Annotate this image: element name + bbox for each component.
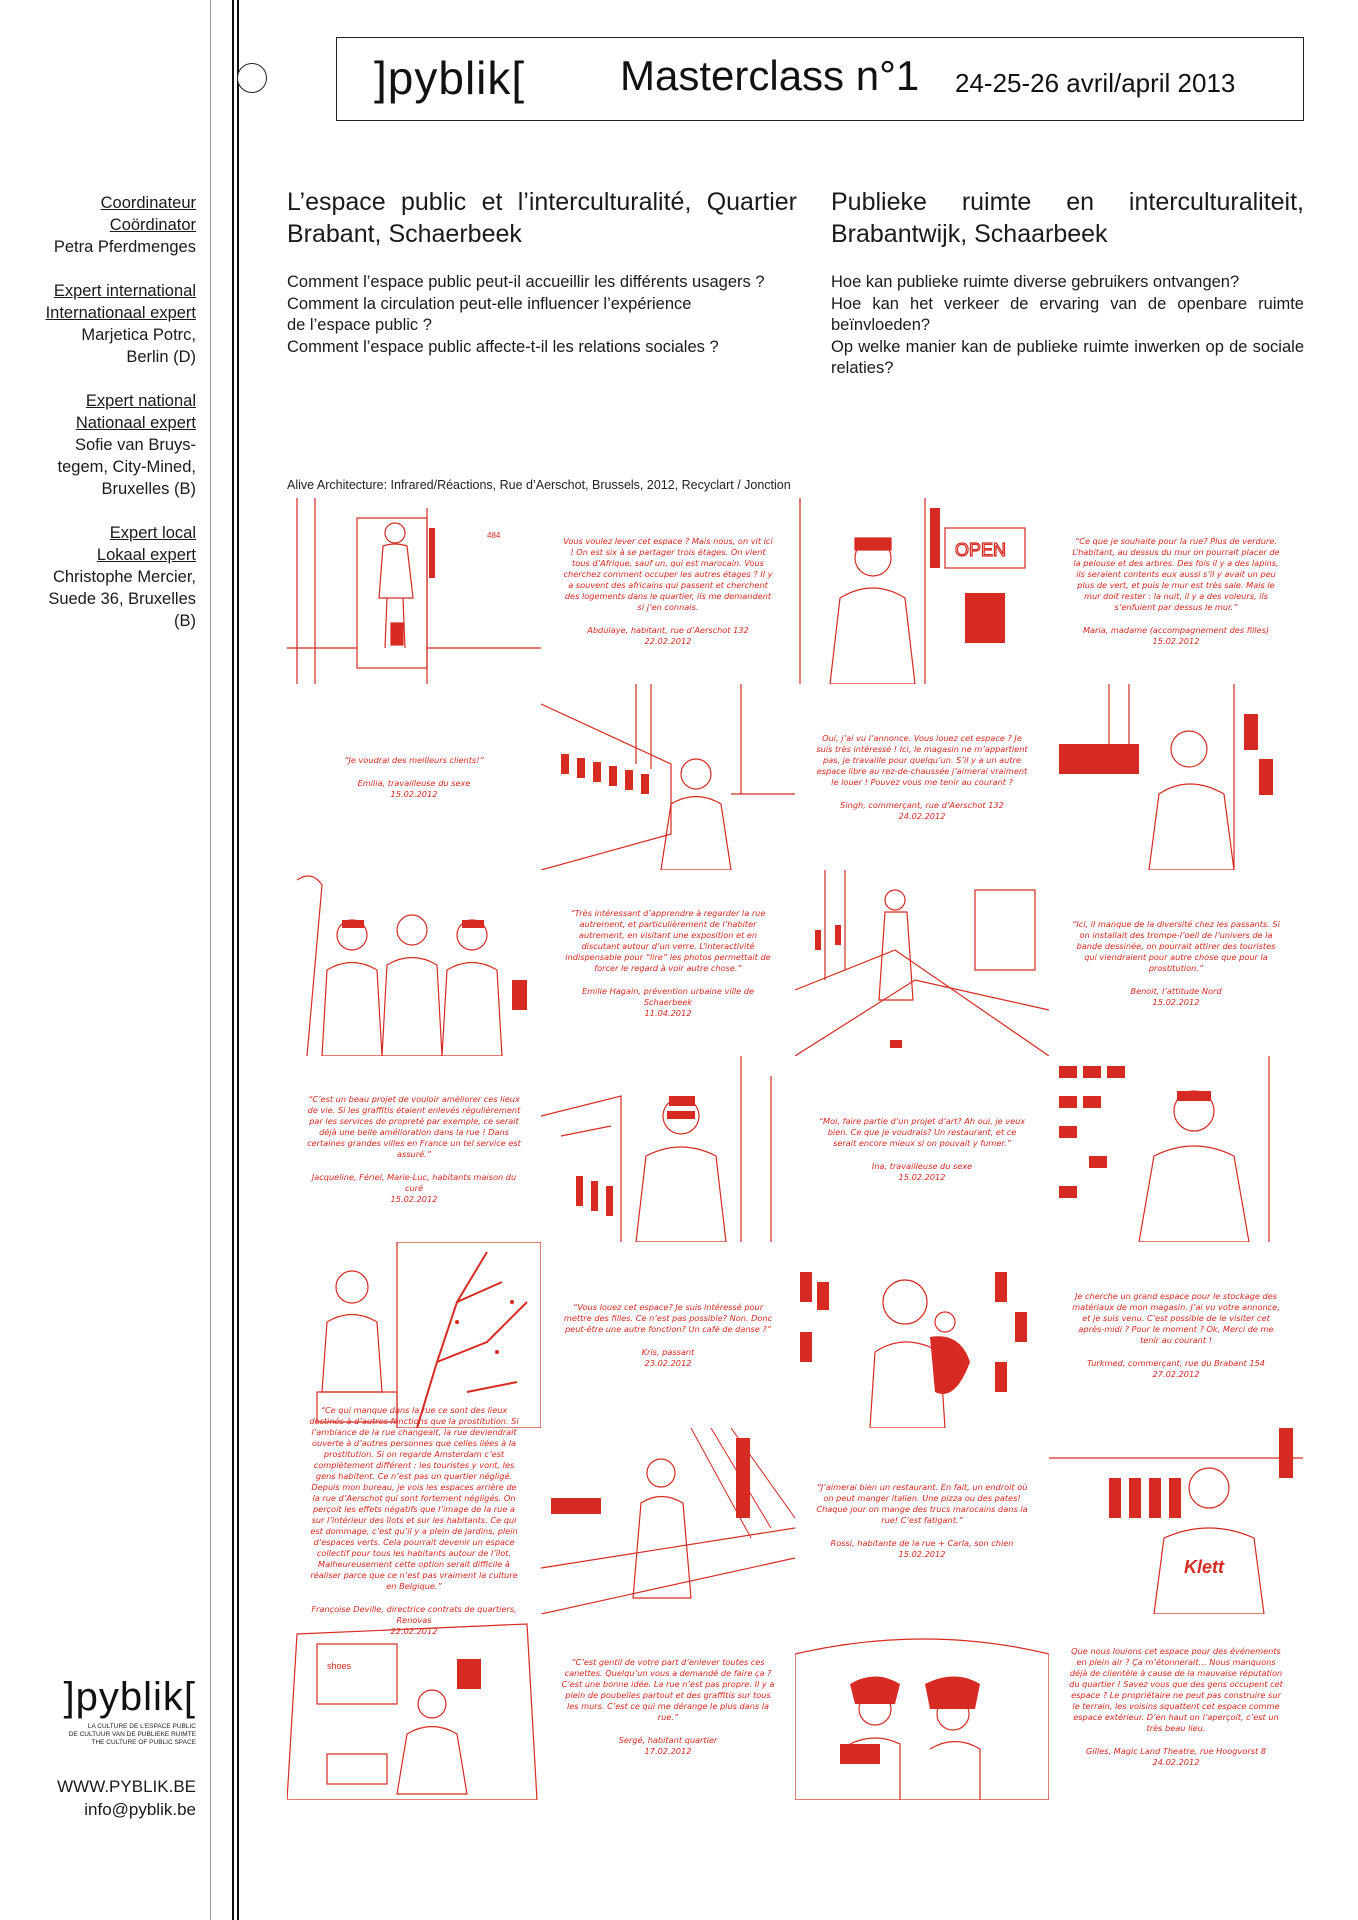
punch-hole-icon — [237, 63, 267, 93]
credit-international-expert: Expert international Internationaal expe… — [20, 280, 196, 368]
quote-card: Oui, j’ai vu l’annonce. Vous louez cet e… — [795, 684, 1049, 870]
quote-author: Kris, passant 23.02.2012 — [641, 1346, 695, 1368]
quote-card: “J’aimerai bien un restaurant. En fait, … — [795, 1428, 1049, 1614]
svg-text:shoes: shoes — [327, 1661, 352, 1671]
credits-sidebar: Coordinateur Coördinator Petra Pferdmeng… — [20, 192, 196, 654]
quote-text: “Vous louez cet espace? Je suis intéress… — [563, 1301, 773, 1334]
quote-text: “J’aimerai bien un restaurant. En fait, … — [816, 1482, 1028, 1525]
intro-dutch: Publieke ruimte en interculturaliteit, B… — [831, 186, 1304, 380]
credit-national-expert: Expert national Nationaal expert Sofie v… — [20, 390, 196, 500]
illustration-woman-dog — [795, 1242, 1049, 1428]
email-link[interactable]: info@pyblik.be — [84, 1800, 196, 1819]
quote-author: Abdulaye, habitant, rue d’Aerschot 132 2… — [587, 624, 749, 646]
credit-role: Expert local — [109, 524, 196, 542]
quote-card: Je cherche un grand espace pour le stock… — [1049, 1242, 1303, 1428]
page-header: ]pyblik[ Masterclass n°1 24-25-26 avril/… — [336, 37, 1304, 121]
intro-title-fr: L’espace public et l’interculturalité, Q… — [287, 188, 797, 248]
credit-coordinator: Coordinateur Coördinator Petra Pferdmeng… — [20, 192, 196, 258]
binder-line — [232, 0, 234, 1920]
quote-card: “Ici, il manque de la diversité chez les… — [1049, 870, 1303, 1056]
logo-tagline: La culture de l’espace public De cultuur… — [68, 1723, 196, 1746]
credit-role: Expert international — [53, 282, 196, 300]
quote-card: “Très intéressant d’apprendre à regarder… — [541, 870, 795, 1056]
quote-author: Ina, travailleuse du sexe 15.02.2012 — [871, 1160, 973, 1182]
quote-card: “Moi, faire partie d’un projet d’art? Ah… — [795, 1056, 1049, 1242]
quote-author: Rossi, habitante de la rue + Carla, son … — [830, 1538, 1014, 1559]
header-logo: ]pyblik[ — [374, 52, 526, 104]
quote-text: Je cherche un grand espace pour le stock… — [1072, 1290, 1280, 1345]
intro-french: L’espace public et l’interculturalité, Q… — [287, 186, 797, 358]
quote-author: Maria, madame (accompagnement des filles… — [1082, 624, 1270, 646]
quote-text: Que nous louions cet espace pour des évé… — [1069, 1646, 1283, 1733]
quote-text: Oui, j’ai vu l’annonce. Vous louez cet e… — [816, 732, 1028, 787]
illustration-shopkeeper — [1049, 1056, 1303, 1242]
pyblik-logo: ]pyblik[ La culture de l’espace public D… — [52, 1675, 197, 1747]
credit-role: Internationaal expert — [45, 304, 196, 322]
intro-title-nl: Publieke ruimte en interculturaliteit, B… — [831, 188, 1304, 248]
credit-role: Coördinator — [109, 216, 196, 234]
quote-text: “Ce que je souhaite pour la rue? Plus de… — [1072, 535, 1280, 612]
quote-card: “Ce qui manque dans la rue ce sont des l… — [287, 1405, 541, 1636]
quote-card: “Je voudrai des meilleurs clients!” Emil… — [287, 684, 541, 870]
svg-text:484: 484 — [487, 531, 501, 540]
quote-card: Que nous louions cet espace pour des évé… — [1049, 1614, 1303, 1800]
intro-questions-fr: Comment l’espace public peut-il accueill… — [287, 273, 765, 356]
quote-card: Vous voulez lever cet espace ? Mais nous… — [541, 498, 795, 684]
illustration-man-phone — [1049, 684, 1303, 870]
binder-line — [237, 0, 239, 1920]
quote-text: “C’est gentil de votre part d’enlever to… — [561, 1657, 775, 1722]
svg-text:Klett: Klett — [1184, 1557, 1225, 1577]
event-dates: 24-25-26 avril/april 2013 — [955, 68, 1236, 98]
quote-text: Vous voulez lever cet espace ? Mais nous… — [563, 535, 773, 612]
illustration-street-woman — [541, 684, 795, 870]
quote-author: Jacqueline, Fériel, Marie-Luc, habitants… — [311, 1171, 517, 1204]
quote-author: Emilie Hagain, prévention urbaine ville … — [581, 985, 755, 1018]
credit-name: Christophe Mercier, Suede 36, Bruxelles … — [48, 568, 196, 630]
quote-author: Singh, commerçant, rue d’Aerschot 132 24… — [840, 799, 1004, 821]
logo-mark: ]pyblik[ — [63, 1675, 196, 1719]
credit-role: Lokaal expert — [96, 546, 196, 564]
quote-text: “C’est un beau projet de vouloir amélior… — [307, 1093, 521, 1159]
credit-local-expert: Expert local Lokaal expert Christophe Me… — [20, 522, 196, 632]
quote-text: “Très intéressant d’apprendre à regarder… — [565, 907, 771, 973]
credit-role: Coordinateur — [100, 194, 196, 212]
website-link[interactable]: WWW.PYBLIK.BE — [57, 1777, 196, 1796]
intro-questions-nl: Hoe kan publieke ruimte diverse gebruike… — [831, 273, 1304, 377]
illustration-car-window: shoes — [287, 1614, 541, 1800]
quote-author: Benoit, l’attitude Nord 15.02.2012 — [1130, 985, 1222, 1007]
svg-text:OPEN: OPEN — [955, 540, 1006, 560]
quote-card: “C’est un beau projet de vouloir amélior… — [287, 1056, 541, 1242]
quote-text: “Je voudrai des meilleurs clients!” — [344, 754, 484, 765]
credit-name: Marjetica Potrc, Berlin (D) — [81, 326, 196, 366]
page-title: Masterclass n°1 — [620, 52, 920, 99]
illustration-doorway-woman: 484 — [287, 498, 541, 684]
quote-text: “Moi, faire partie d’un projet d’art? Ah… — [818, 1115, 1026, 1148]
credit-name: Petra Pferdmenges — [53, 238, 196, 256]
illustration-couple-car — [795, 1614, 1049, 1800]
illustration-shop-man: OPEN — [795, 498, 1049, 684]
figure-caption: Alive Architecture: Infrared/Réactions, … — [287, 478, 791, 492]
quote-card: “Vous louez cet espace? Je suis intéress… — [541, 1242, 795, 1428]
quote-card: “Ce que je souhaite pour la rue? Plus de… — [1049, 498, 1303, 684]
illustration-klett-shirt-man: Klett — [1049, 1428, 1303, 1614]
credit-role: Expert national — [85, 392, 196, 410]
quote-author: Gilles, Magic Land Theatre, rue Hoogvors… — [1085, 1746, 1267, 1767]
margin-line — [210, 0, 211, 1920]
illustration-pavement-man — [541, 1428, 795, 1614]
quote-author: Sergé, habitant quartier 17.02.2012 — [618, 1735, 718, 1756]
illustration-three-women — [287, 870, 541, 1056]
quote-text: “Ici, il manque de la diversité chez les… — [1072, 918, 1280, 973]
illustration-sunglasses-man — [541, 1056, 795, 1242]
quote-author: Emilia, travailleuse du sexe 15.02.2012 — [357, 777, 471, 799]
quote-text: “Ce qui manque dans la rue ce sont des l… — [309, 1405, 519, 1591]
quote-author: Françoise Deville, directrice contrats d… — [311, 1604, 517, 1636]
illustration-street-walker — [795, 870, 1049, 1056]
illustration-window-woman — [287, 1242, 541, 1428]
credit-role: Nationaal expert — [75, 414, 196, 432]
quote-author: Turkmed, commerçant, rue du Brabant 154 … — [1087, 1357, 1265, 1379]
quote-card: “C’est gentil de votre part d’enlever to… — [541, 1614, 795, 1800]
illustration-grid: 484 Vous voulez lever cet espace ? Mais … — [287, 498, 1304, 1803]
contact-block: WWW.PYBLIK.BE info@pyblik.be — [40, 1775, 196, 1821]
credit-name: Sofie van Bruys- tegem, City-Mined, Brux… — [57, 436, 196, 498]
